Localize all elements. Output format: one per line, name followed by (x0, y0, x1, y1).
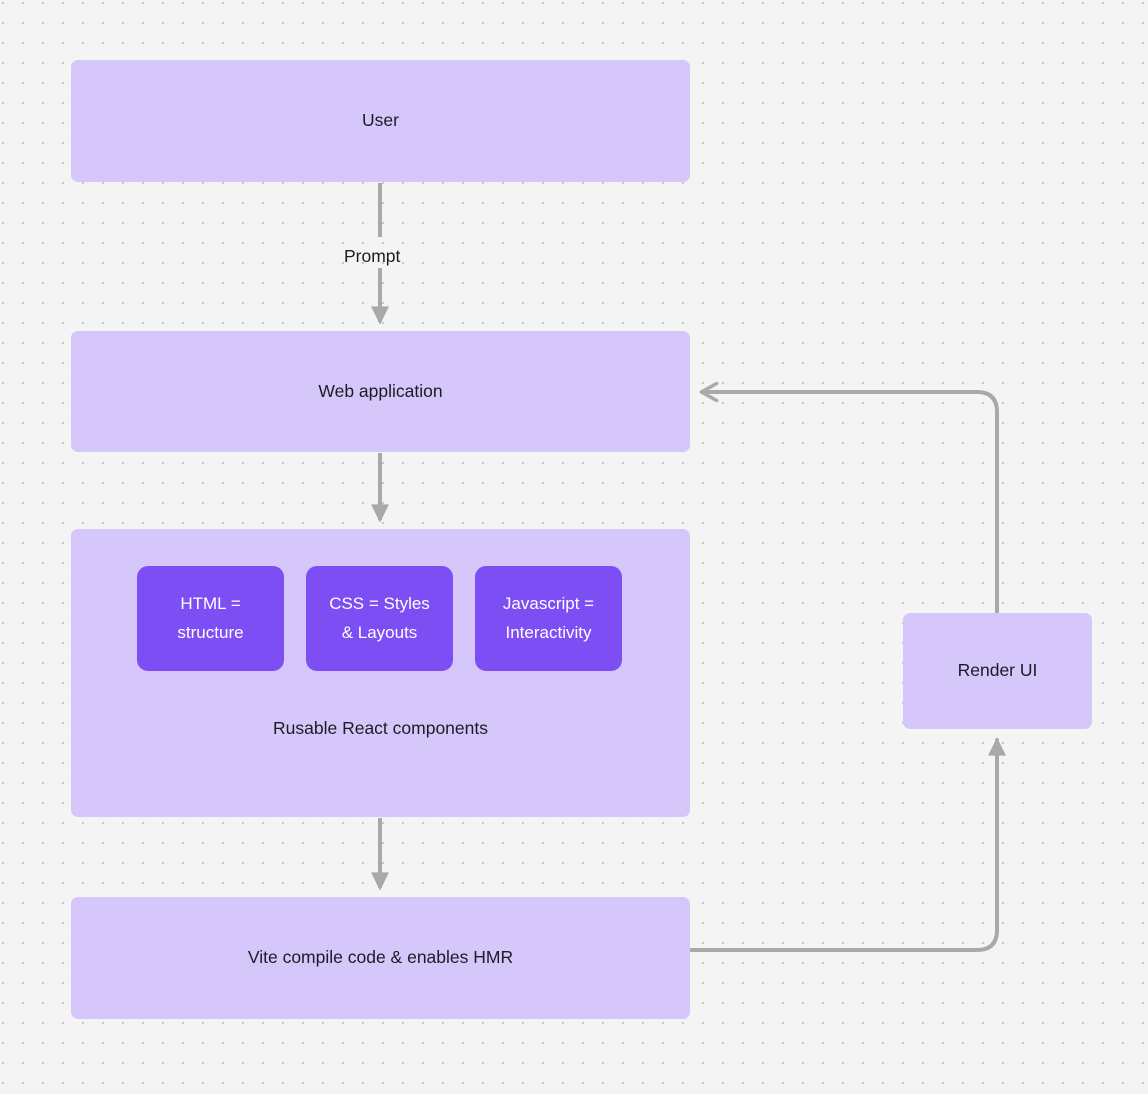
tech-box-html[interactable]: HTML = structure (137, 566, 284, 671)
edge-render-ui-to-web-application (702, 392, 999, 614)
node-user-label: User (362, 110, 399, 131)
tech-box-javascript[interactable]: Javascript = Interactivity (475, 566, 622, 671)
components-group-caption: Rusable React components (273, 718, 488, 738)
tech-box-row: HTML = structure CSS = Styles & Layouts … (137, 566, 622, 671)
node-user[interactable]: User (71, 60, 690, 182)
tech-box-javascript-label: Javascript = Interactivity (502, 594, 595, 642)
tech-box-css-label: CSS = Styles & Layouts (329, 594, 430, 642)
edge-vite-to-render-ui (689, 737, 1007, 952)
node-render-ui-label: Render UI (957, 660, 1038, 681)
node-web-application-label: Web application (318, 380, 443, 401)
tech-box-html-label: HTML = structure (177, 594, 244, 642)
node-render-ui[interactable]: Render UI (903, 613, 1092, 729)
node-components-group[interactable]: HTML = structure CSS = Styles & Layouts … (71, 529, 690, 817)
node-web-application[interactable]: Web application (71, 331, 690, 452)
edge-label-prompt: Prompt (344, 246, 401, 266)
node-vite[interactable]: Vite compile code & enables HMR (71, 897, 690, 1019)
node-vite-label: Vite compile code & enables HMR (247, 947, 514, 968)
tech-box-css[interactable]: CSS = Styles & Layouts (306, 566, 453, 671)
